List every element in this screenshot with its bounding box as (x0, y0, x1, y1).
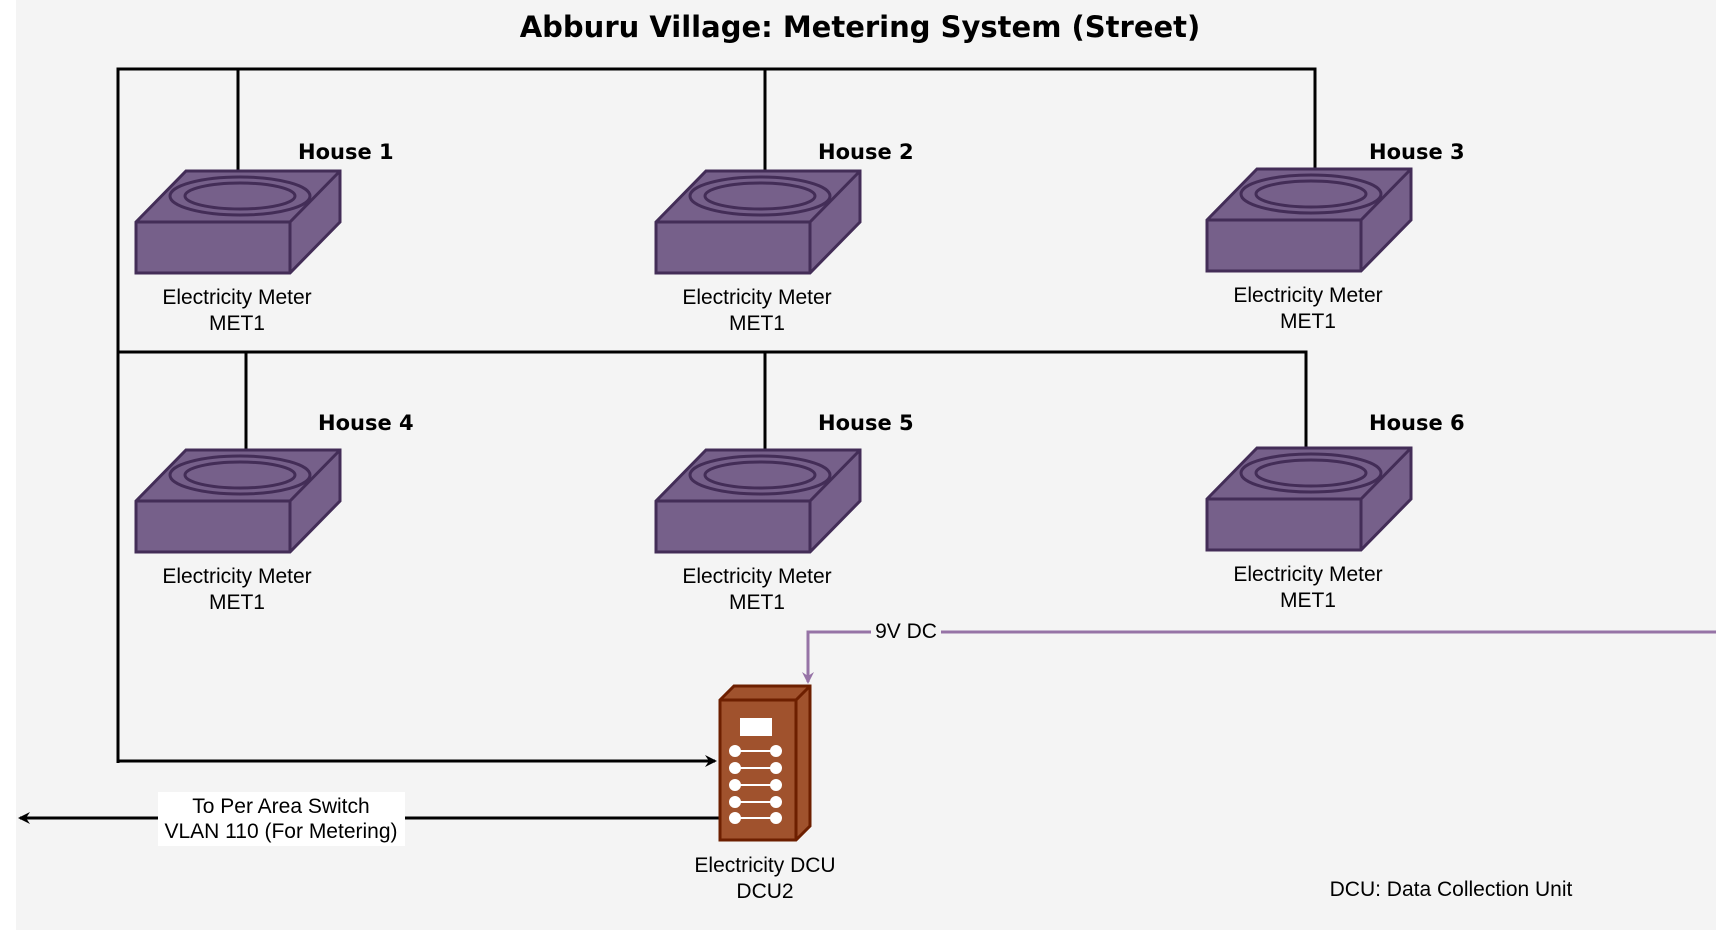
meter-name: Electricity Meter (162, 286, 311, 309)
middle-bus-line (118, 350, 1308, 448)
dcu-name: Electricity DCU (694, 854, 835, 877)
house-label: House 6 (1369, 411, 1465, 435)
uplink-label-line1: To Per Area Switch (192, 795, 369, 818)
data-collection-unit-icon (718, 684, 812, 842)
dcu-legend: DCU: Data Collection Unit (1330, 878, 1573, 901)
power-feed-label: 9V DC (875, 620, 937, 643)
meter-name: Electricity Meter (1233, 284, 1382, 307)
connection-network (18, 67, 1317, 824)
meter-house-5[interactable]: House 5 Electricity Meter MET1 (654, 411, 914, 614)
meter-house-6[interactable]: House 6 Electricity Meter MET1 (1205, 411, 1465, 612)
house-label: House 5 (818, 411, 914, 435)
meter-name: Electricity Meter (162, 565, 311, 588)
meter-id: MET1 (209, 312, 265, 335)
meter-house-1[interactable]: House 1 Electricity Meter MET1 (134, 140, 394, 335)
dcu-id: DCU2 (736, 880, 793, 903)
uplink-label-bg (158, 792, 405, 846)
meter-house-3[interactable]: House 3 Electricity Meter MET1 (1205, 140, 1465, 333)
meter-name: Electricity Meter (1233, 563, 1382, 586)
meter-id: MET1 (729, 312, 785, 335)
diagram-title: Abburu Village: Metering System (Street) (520, 10, 1201, 44)
meter-house-4[interactable]: House 4 Electricity Meter MET1 (134, 411, 414, 614)
electricity-dcu[interactable]: Electricity DCU DCU2 (694, 684, 836, 903)
meter-id: MET1 (1280, 589, 1336, 612)
house-label: House 2 (818, 140, 914, 164)
meter-house-2[interactable]: House 2 Electricity Meter MET1 (654, 140, 914, 335)
uplink-label-line2: VLAN 110 (For Metering) (164, 820, 397, 843)
meter-name: Electricity Meter (682, 565, 831, 588)
top-bus-line (116, 67, 1317, 763)
house-label: House 3 (1369, 140, 1465, 164)
power-feed-label-bg (871, 618, 941, 646)
power-feed-line (802, 630, 1716, 684)
meter-name: Electricity Meter (682, 286, 831, 309)
meter-id: MET1 (1280, 310, 1336, 333)
meter-id: MET1 (729, 591, 785, 614)
house-label: House 1 (298, 140, 394, 164)
house-label: House 4 (318, 411, 414, 435)
meter-id: MET1 (209, 591, 265, 614)
